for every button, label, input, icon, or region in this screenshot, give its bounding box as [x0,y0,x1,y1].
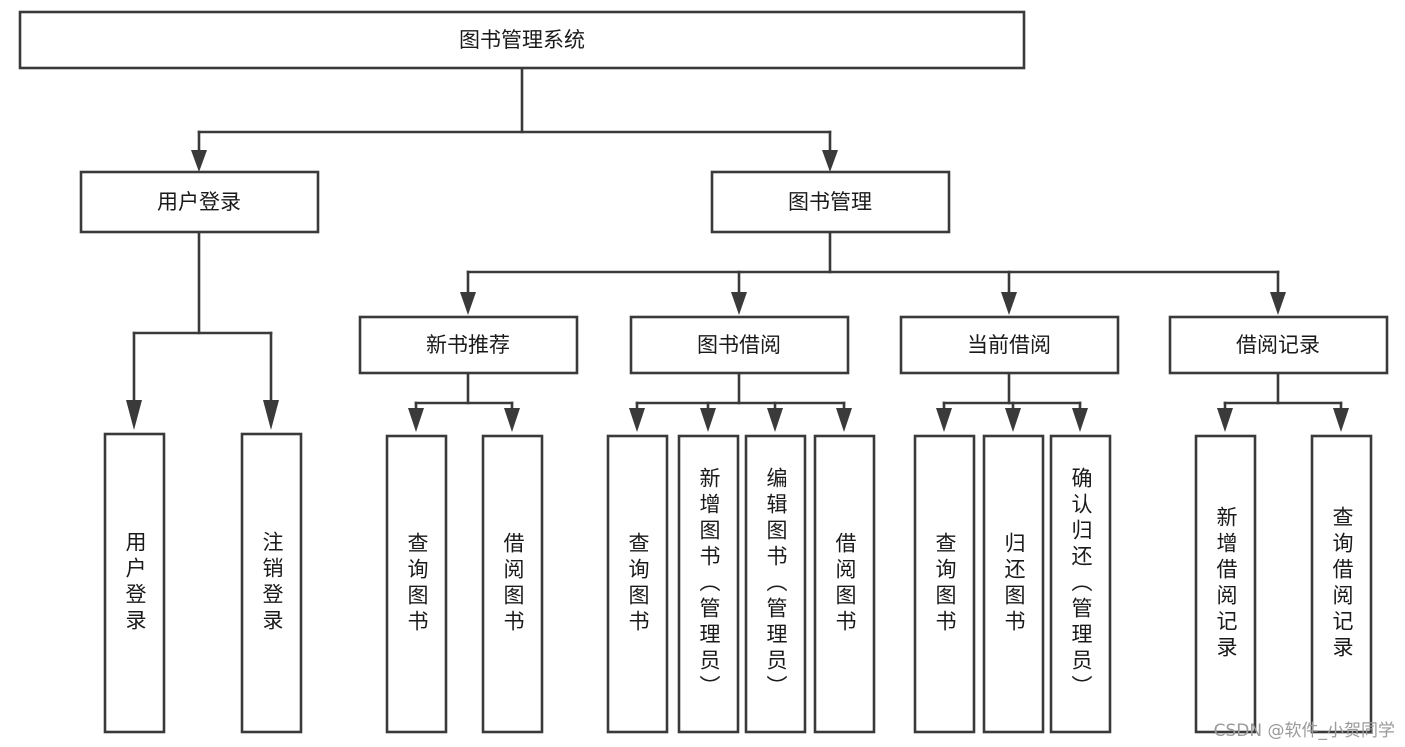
node-book-borrow-box[interactable] [629,315,850,375]
node-leaf-user-login-label: 用户登录 [123,531,147,635]
node-leaf-query-record-box[interactable] [1310,434,1373,734]
node-leaf-borrow-book-1[interactable]: 借阅图书 [483,436,542,732]
node-leaf-query-book-2-label: 查询图书 [626,532,650,636]
node-new-book-rec[interactable]: 新书推荐 [358,315,579,375]
node-leaf-logout-box[interactable] [240,432,303,734]
arrow-head-leaf-query-record [1333,408,1349,432]
node-leaf-confirm-return[interactable]: 确认归还（管理员） [1051,436,1110,732]
node-current-borrow[interactable]: 当前借阅 [899,315,1120,375]
arrow-head-leaf-confirm-return [1072,408,1088,432]
node-leaf-return-book-label: 归还图书 [1002,532,1026,636]
node-leaf-query-record-label: 查询借阅记录 [1330,506,1354,662]
node-leaf-borrow-book-1-box[interactable] [481,434,544,734]
node-book-borrow[interactable]: 图书借阅 [629,315,850,375]
node-leaf-return-book-box[interactable] [982,434,1045,734]
node-current-borrow-label: 当前借阅 [967,333,1051,357]
node-leaf-add-book[interactable]: 新增图书（管理员） [679,436,738,732]
node-leaf-add-record[interactable]: 新增借阅记录 [1196,436,1255,732]
node-leaf-query-book-3[interactable]: 查询图书 [915,436,974,732]
node-leaf-confirm-return-label: 确认归还（管理员） [1069,467,1093,701]
arrow-head-new-book-rec [460,292,476,315]
node-borrow-record[interactable]: 借阅记录 [1168,315,1389,375]
node-user-login-box[interactable] [79,170,320,234]
node-leaf-add-record-label: 新增借阅记录 [1214,506,1238,662]
node-user-login[interactable]: 用户登录 [79,170,320,234]
node-leaf-borrow-book-2[interactable]: 借阅图书 [815,436,874,732]
arrow-head-leaf-borrow-book-2 [836,408,852,432]
arrow-head-leaf-query-book-1 [408,408,424,432]
node-leaf-logout-label: 注销登录 [260,531,284,635]
node-leaf-query-book-1[interactable]: 查询图书 [387,436,446,732]
arrow-head-leaf-query-book-2 [629,408,645,432]
node-leaf-edit-book-label: 编辑图书（管理员） [764,467,788,701]
node-user-login-label: 用户登录 [157,190,241,214]
arrow-head-borrow-record [1270,292,1286,315]
arrow-head-leaf-user-login [126,400,142,430]
node-leaf-add-book-label: 新增图书（管理员） [697,467,721,701]
node-root-box[interactable] [18,10,1026,70]
csdn-watermark: CSDN @软件_小贺同学 [1213,721,1395,741]
node-leaf-query-record[interactable]: 查询借阅记录 [1312,436,1371,732]
arrow-head-leaf-edit-book [767,408,783,432]
node-leaf-query-book-1-box[interactable] [385,434,448,734]
node-book-manage-label: 图书管理 [788,190,872,214]
arrow-head-leaf-add-book [700,408,716,432]
arrow-head-leaf-query-book-3 [936,408,952,432]
node-leaf-confirm-return-box[interactable] [1049,434,1112,734]
node-root[interactable]: 图书管理系统 [18,10,1026,70]
node-leaf-query-book-3-label: 查询图书 [933,532,957,636]
connector-group [126,66,1349,432]
arrow-head-book-manage [822,150,838,172]
arrow-head-leaf-logout [263,400,279,430]
node-leaf-query-book-1-label: 查询图书 [405,532,429,636]
arrow-head-leaf-borrow-book-1 [504,408,520,432]
node-new-book-rec-label: 新书推荐 [426,333,510,357]
node-leaf-borrow-book-2-box[interactable] [813,434,876,734]
arrow-head-leaf-add-record [1217,408,1233,432]
node-leaf-logout[interactable]: 注销登录 [242,434,301,732]
node-leaf-borrow-book-2-label: 借阅图书 [833,532,857,636]
node-leaf-query-book-3-box[interactable] [913,434,976,734]
node-book-manage[interactable]: 图书管理 [710,170,951,234]
node-book-borrow-label: 图书借阅 [697,333,781,357]
node-new-book-rec-box[interactable] [358,315,579,375]
arrow-head-user-login [191,150,207,172]
arrow-head-current-borrow [1001,292,1017,315]
node-leaf-return-book[interactable]: 归还图书 [984,436,1043,732]
node-borrow-record-label: 借阅记录 [1236,333,1320,357]
node-leaf-add-book-box[interactable] [677,434,740,734]
node-leaf-user-login-box[interactable] [103,432,166,734]
node-leaf-user-login[interactable]: 用户登录 [105,434,164,732]
node-leaf-borrow-book-1-label: 借阅图书 [501,532,525,636]
node-leaf-add-record-box[interactable] [1194,434,1257,734]
node-book-manage-box[interactable] [710,170,951,234]
node-leaf-edit-book-box[interactable] [744,434,807,734]
arrow-head-leaf-return-book [1005,408,1021,432]
node-root-label: 图书管理系统 [459,28,585,52]
node-leaf-edit-book[interactable]: 编辑图书（管理员） [746,436,805,732]
node-leaf-query-book-2-box[interactable] [606,434,669,734]
node-borrow-record-box[interactable] [1168,315,1389,375]
leaf-box-group [103,432,1373,734]
node-leaf-query-book-2[interactable]: 查询图书 [608,436,667,732]
arrow-head-book-borrow [731,292,747,315]
node-current-borrow-box[interactable] [899,315,1120,375]
